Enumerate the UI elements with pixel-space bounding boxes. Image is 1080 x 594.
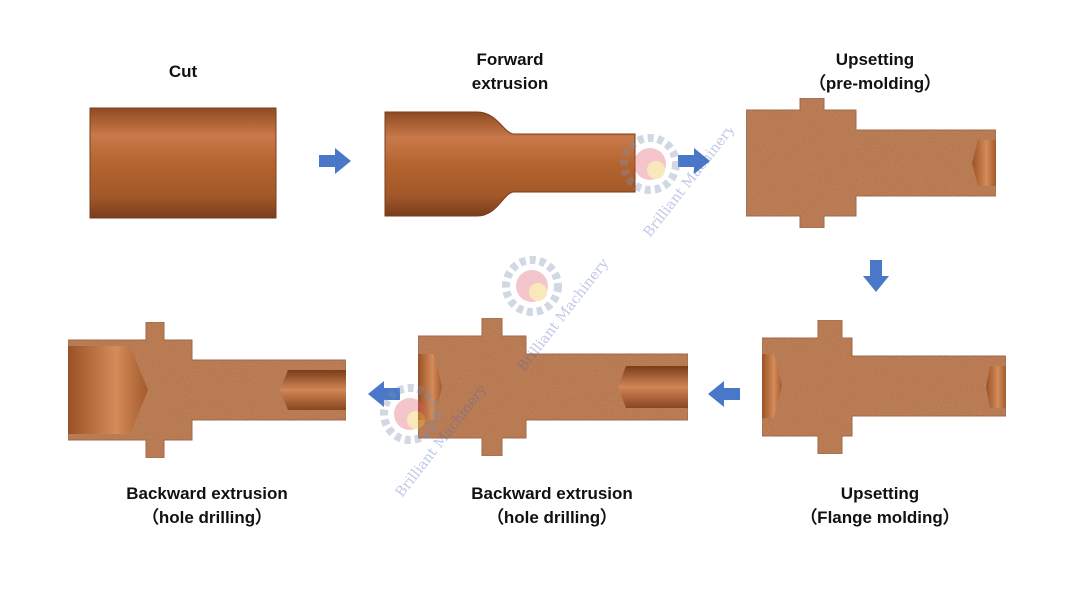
arrow-right-1-icon [319,148,351,174]
arrow-right-2-icon [678,148,710,174]
label-backward-2-line1: Backward extrusion [126,484,288,503]
label-forward-line2: extrusion [471,74,549,93]
part-forward-extrusion [384,111,636,217]
part-backward-extrusion-2 [67,321,347,459]
label-upsetting-flange-line2: （Flange molding） [800,508,960,527]
watermark-3: Brilliant Machinery [380,382,490,500]
label-backward-2-line2: （hole drilling） [141,508,273,527]
label-cut-line1: Cut [168,62,198,81]
watermark-1: Brilliant Machinery [620,128,739,240]
label-upsetting-pre-line2: （pre-molding） [808,74,942,93]
label-forward-line1: Forward [476,50,544,69]
watermark-2: Brilliant Machinery [502,256,612,374]
gear-logo-icon [380,384,440,444]
arrow-down-icon [863,260,889,292]
label-backward-1-line2: （hole drilling） [486,508,618,527]
gear-logo-icon [620,134,680,194]
part-upsetting-flange [761,319,1007,455]
arrow-left-1-icon [708,381,740,407]
label-upsetting-pre-line1: Upsetting [835,50,915,69]
watermark-1-text: Brilliant Machinery [641,128,739,240]
part-upsetting-pre [745,97,997,229]
label-upsetting-flange: Upsetting （Flange molding） [780,482,980,530]
label-upsetting-pre: Upsetting （pre-molding） [780,48,970,96]
label-backward-1: Backward extrusion （hole drilling） [437,482,667,530]
label-forward-extrusion: Forward extrusion [440,48,580,96]
label-cut: Cut [133,60,233,84]
label-backward-1-line1: Backward extrusion [471,484,633,503]
part-cut-billet [89,107,277,219]
label-backward-2: Backward extrusion （hole drilling） [92,482,322,530]
arrow-left-2-icon [368,381,400,407]
gear-logo-icon [502,256,562,316]
label-upsetting-flange-line1: Upsetting [840,484,920,503]
part-backward-extrusion-1 [417,317,689,457]
